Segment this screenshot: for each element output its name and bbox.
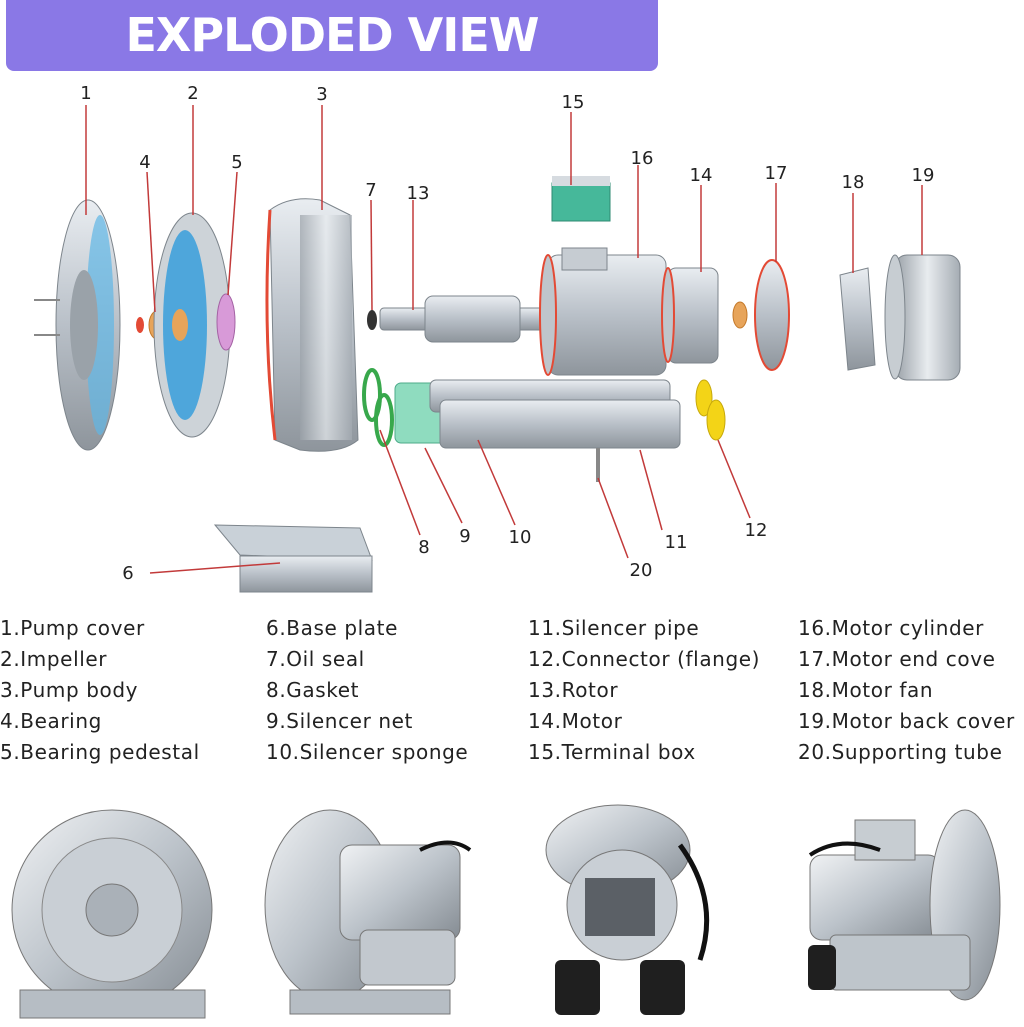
legend-item: 8.Gasket: [266, 678, 360, 702]
callout-13: 13: [407, 183, 430, 204]
legend-item: 16.Motor cylinder: [798, 616, 985, 640]
callout-7: 7: [365, 180, 376, 201]
oil-seal-part: [367, 310, 377, 330]
callout-2: 2: [187, 83, 198, 104]
legend-item: 5.Bearing pedestal: [0, 740, 200, 764]
callout-4: 4: [139, 152, 150, 173]
terminal-box-part: [551, 176, 611, 222]
legend-item: 3.Pump body: [0, 678, 139, 702]
connector-flange-part: [695, 379, 726, 441]
callout-17: 17: [765, 163, 788, 184]
exploded-diagram: 1 2 3 4 5 6 7 8 9 10 11 12 13 14 15 16 1…: [34, 83, 961, 593]
legend-item: 10.Silencer sponge: [266, 740, 469, 764]
product-photos: [11, 804, 1001, 1019]
legend-item: 2.Impeller: [0, 647, 108, 671]
bearing-pedestal-part: [216, 293, 236, 351]
callout-8: 8: [418, 537, 429, 558]
callout-14: 14: [690, 165, 713, 186]
callout-3: 3: [316, 84, 327, 105]
legend-item: 1.Pump cover: [0, 616, 145, 640]
motor-back-cover-part: [884, 254, 961, 381]
blower-motor-end-photo: [545, 804, 710, 1015]
callout-9: 9: [459, 526, 470, 547]
legend-item: 15.Terminal box: [528, 740, 696, 764]
callout-1: 1: [80, 83, 91, 104]
leader-lines: [85, 105, 923, 574]
legend-item: 11.Silencer pipe: [528, 616, 700, 640]
base-plate-part: [213, 524, 373, 593]
legend-item: 7.Oil seal: [266, 647, 365, 671]
legend-item: 20.Supporting tube: [798, 740, 1003, 764]
callout-6: 6: [122, 563, 133, 584]
motor-fan-part: [839, 267, 876, 371]
callout-12: 12: [745, 520, 768, 541]
impeller-part: [153, 212, 231, 438]
blower-angled-photo: [264, 809, 472, 1015]
callout-11: 11: [665, 532, 688, 553]
legend-item: 9.Silencer net: [266, 709, 413, 733]
silencer-assembly: [362, 368, 681, 482]
motor-end-cover-part: [754, 259, 790, 371]
legend-item: 18.Motor fan: [798, 678, 934, 702]
parts-legend: 1.Pump cover 2.Impeller 3.Pump body 4.Be…: [0, 612, 1024, 772]
blower-front-photo: [11, 809, 213, 1019]
blower-side-photo: [808, 809, 1001, 1001]
callout-16: 16: [631, 148, 654, 169]
callout-15: 15: [562, 92, 585, 113]
legend-item: 4.Bearing: [0, 709, 102, 733]
title-banner: EXPLODED VIEW: [6, 0, 658, 71]
legend-item: 14.Motor: [528, 709, 623, 733]
callout-5: 5: [231, 152, 242, 173]
pump-body-part: [265, 198, 359, 452]
callout-18: 18: [842, 172, 865, 193]
pump-cover-part: [34, 199, 121, 451]
legend-item: 6.Base plate: [266, 616, 398, 640]
callout-10: 10: [509, 527, 532, 548]
legend-item: 17.Motor end cove: [798, 647, 996, 671]
legend-item: 19.Motor back cover: [798, 709, 1015, 733]
callout-20: 20: [630, 560, 653, 581]
legend-item: 13.Rotor: [528, 678, 619, 702]
page-title: EXPLODED VIEW: [125, 8, 539, 62]
motor-part: [661, 267, 719, 364]
rotor-part: [379, 295, 551, 343]
motor-cylinder-part: [539, 247, 667, 376]
legend-item: 12.Connector (flange): [528, 647, 761, 671]
callout-19: 19: [912, 165, 935, 186]
